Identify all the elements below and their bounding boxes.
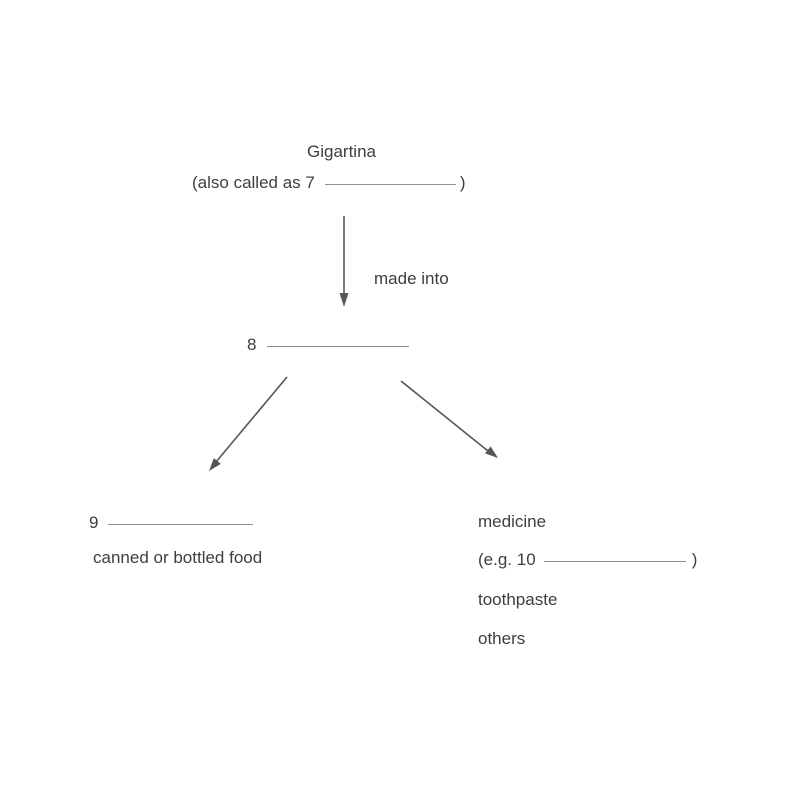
medicine-text: medicine (478, 512, 547, 531)
question-9-number: 9 (89, 513, 99, 532)
title-text: Gigartina (307, 142, 376, 161)
canned-food-text: canned or bottled food (93, 548, 263, 567)
alias-prefix: (also called as (192, 173, 301, 192)
arrow-label-made-into: made into (374, 269, 449, 289)
right-branch-item-toothpaste: toothpaste (478, 590, 557, 610)
left-branch-arrow (209, 376, 288, 471)
diagram-title: Gigartina (307, 142, 376, 162)
answer-blank-8 (267, 346, 410, 347)
others-text: others (478, 629, 526, 648)
example-suffix: ) (691, 550, 698, 569)
left-branch-line: 9 (89, 513, 254, 533)
made-into-text: made into (374, 269, 449, 288)
example-prefix: (e.g. (478, 550, 513, 569)
right-branch-item-medicine: medicine (478, 512, 546, 532)
down-arrow (339, 216, 349, 307)
question-7-number: 7 (305, 173, 315, 192)
product-line: 8 (247, 335, 410, 355)
answer-blank-10 (543, 561, 686, 562)
left-branch-item: canned or bottled food (93, 548, 262, 568)
question-8-number: 8 (247, 335, 257, 354)
question-10-number: 10 (516, 550, 536, 569)
right-branch-arrow (400, 380, 498, 458)
toothpaste-text: toothpaste (478, 590, 558, 609)
alias-suffix: ) (459, 173, 466, 192)
answer-blank-7 (324, 184, 456, 185)
answer-blank-9 (108, 524, 254, 525)
right-branch-example-line: (e.g.10) (478, 550, 697, 570)
right-branch-item-others: others (478, 629, 525, 649)
